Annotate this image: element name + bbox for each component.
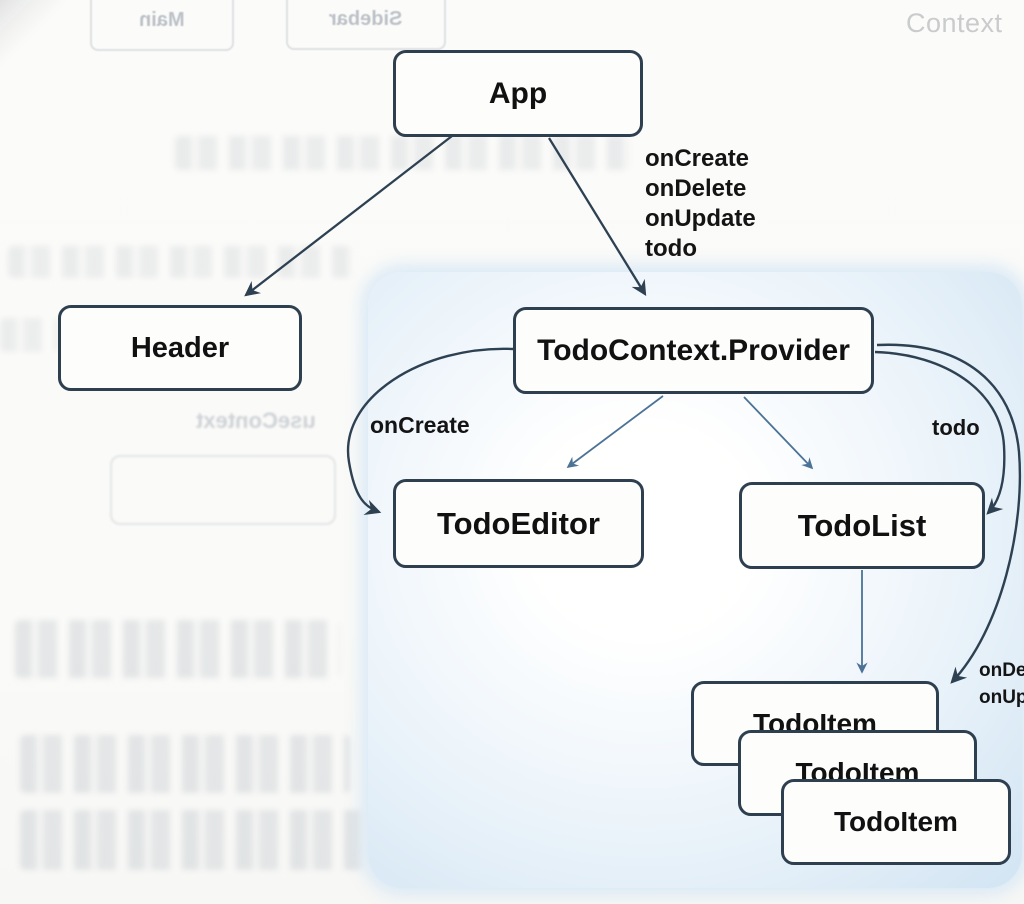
node-todolist-label: TodoList	[797, 507, 927, 543]
prop-onupdate-label: onUpdate	[645, 205, 756, 232]
edge-provider-to-todoeditor-arrow	[566, 395, 664, 469]
bleedthrough-text-band	[15, 620, 340, 678]
edge-app-to-provider-arrow	[548, 137, 647, 296]
bleedthrough-text-band	[8, 246, 353, 278]
bleedthrough-main-box: Main	[90, 0, 234, 51]
bleedthrough-box-outline	[110, 455, 336, 525]
edge-provider-todo-curve-arrow	[874, 350, 1006, 515]
bleedthrough-text-band	[175, 136, 630, 170]
node-todoeditor: TodoEditor	[393, 479, 644, 568]
onupdate-edge-label: onUpdate	[979, 687, 1024, 708]
node-app: App	[393, 50, 643, 137]
oncreate-edge-label: onCreate	[370, 412, 470, 438]
ondelete-onupdate-edge-label-block: onDelete onUpdate	[979, 657, 1024, 711]
node-todocontext-provider: TodoContext.Provider	[513, 307, 874, 394]
edge-provider-ondelete-onupdate-curve-arrow	[876, 343, 1022, 684]
provider-props-label-block: onCreate onDelete onUpdate todo	[645, 144, 756, 264]
edge-app-to-header-arrow	[244, 135, 453, 297]
node-todoeditor-label: TodoEditor	[437, 505, 600, 541]
node-app-label: App	[488, 76, 548, 110]
node-todoitem-3-label: TodoItem	[834, 806, 958, 837]
edge-provider-oncreate-curve-arrow	[346, 347, 514, 515]
bleedthrough-sidebar-box: Sidebar	[286, 0, 446, 50]
ondelete-edge-label: onDelete	[979, 660, 1024, 681]
bleedthrough-text-band	[20, 735, 350, 793]
bleedthrough-text-band	[20, 810, 365, 870]
node-provider-label: TodoContext.Provider	[537, 333, 850, 367]
context-watermark-label: Context	[906, 8, 1003, 38]
prop-todo-label: todo	[645, 235, 697, 262]
node-header: Header	[58, 305, 302, 391]
prop-oncreate-label: onCreate	[645, 145, 750, 172]
node-todoitem-3: TodoItem	[781, 779, 1011, 865]
prop-ondelete-label: onDelete	[645, 175, 747, 202]
edge-provider-to-todolist-arrow	[743, 396, 814, 470]
node-todolist: TodoList	[739, 482, 985, 569]
node-header-label: Header	[130, 331, 230, 364]
bleedthrough-text-band	[0, 318, 58, 352]
todo-edge-label: todo	[932, 415, 980, 440]
